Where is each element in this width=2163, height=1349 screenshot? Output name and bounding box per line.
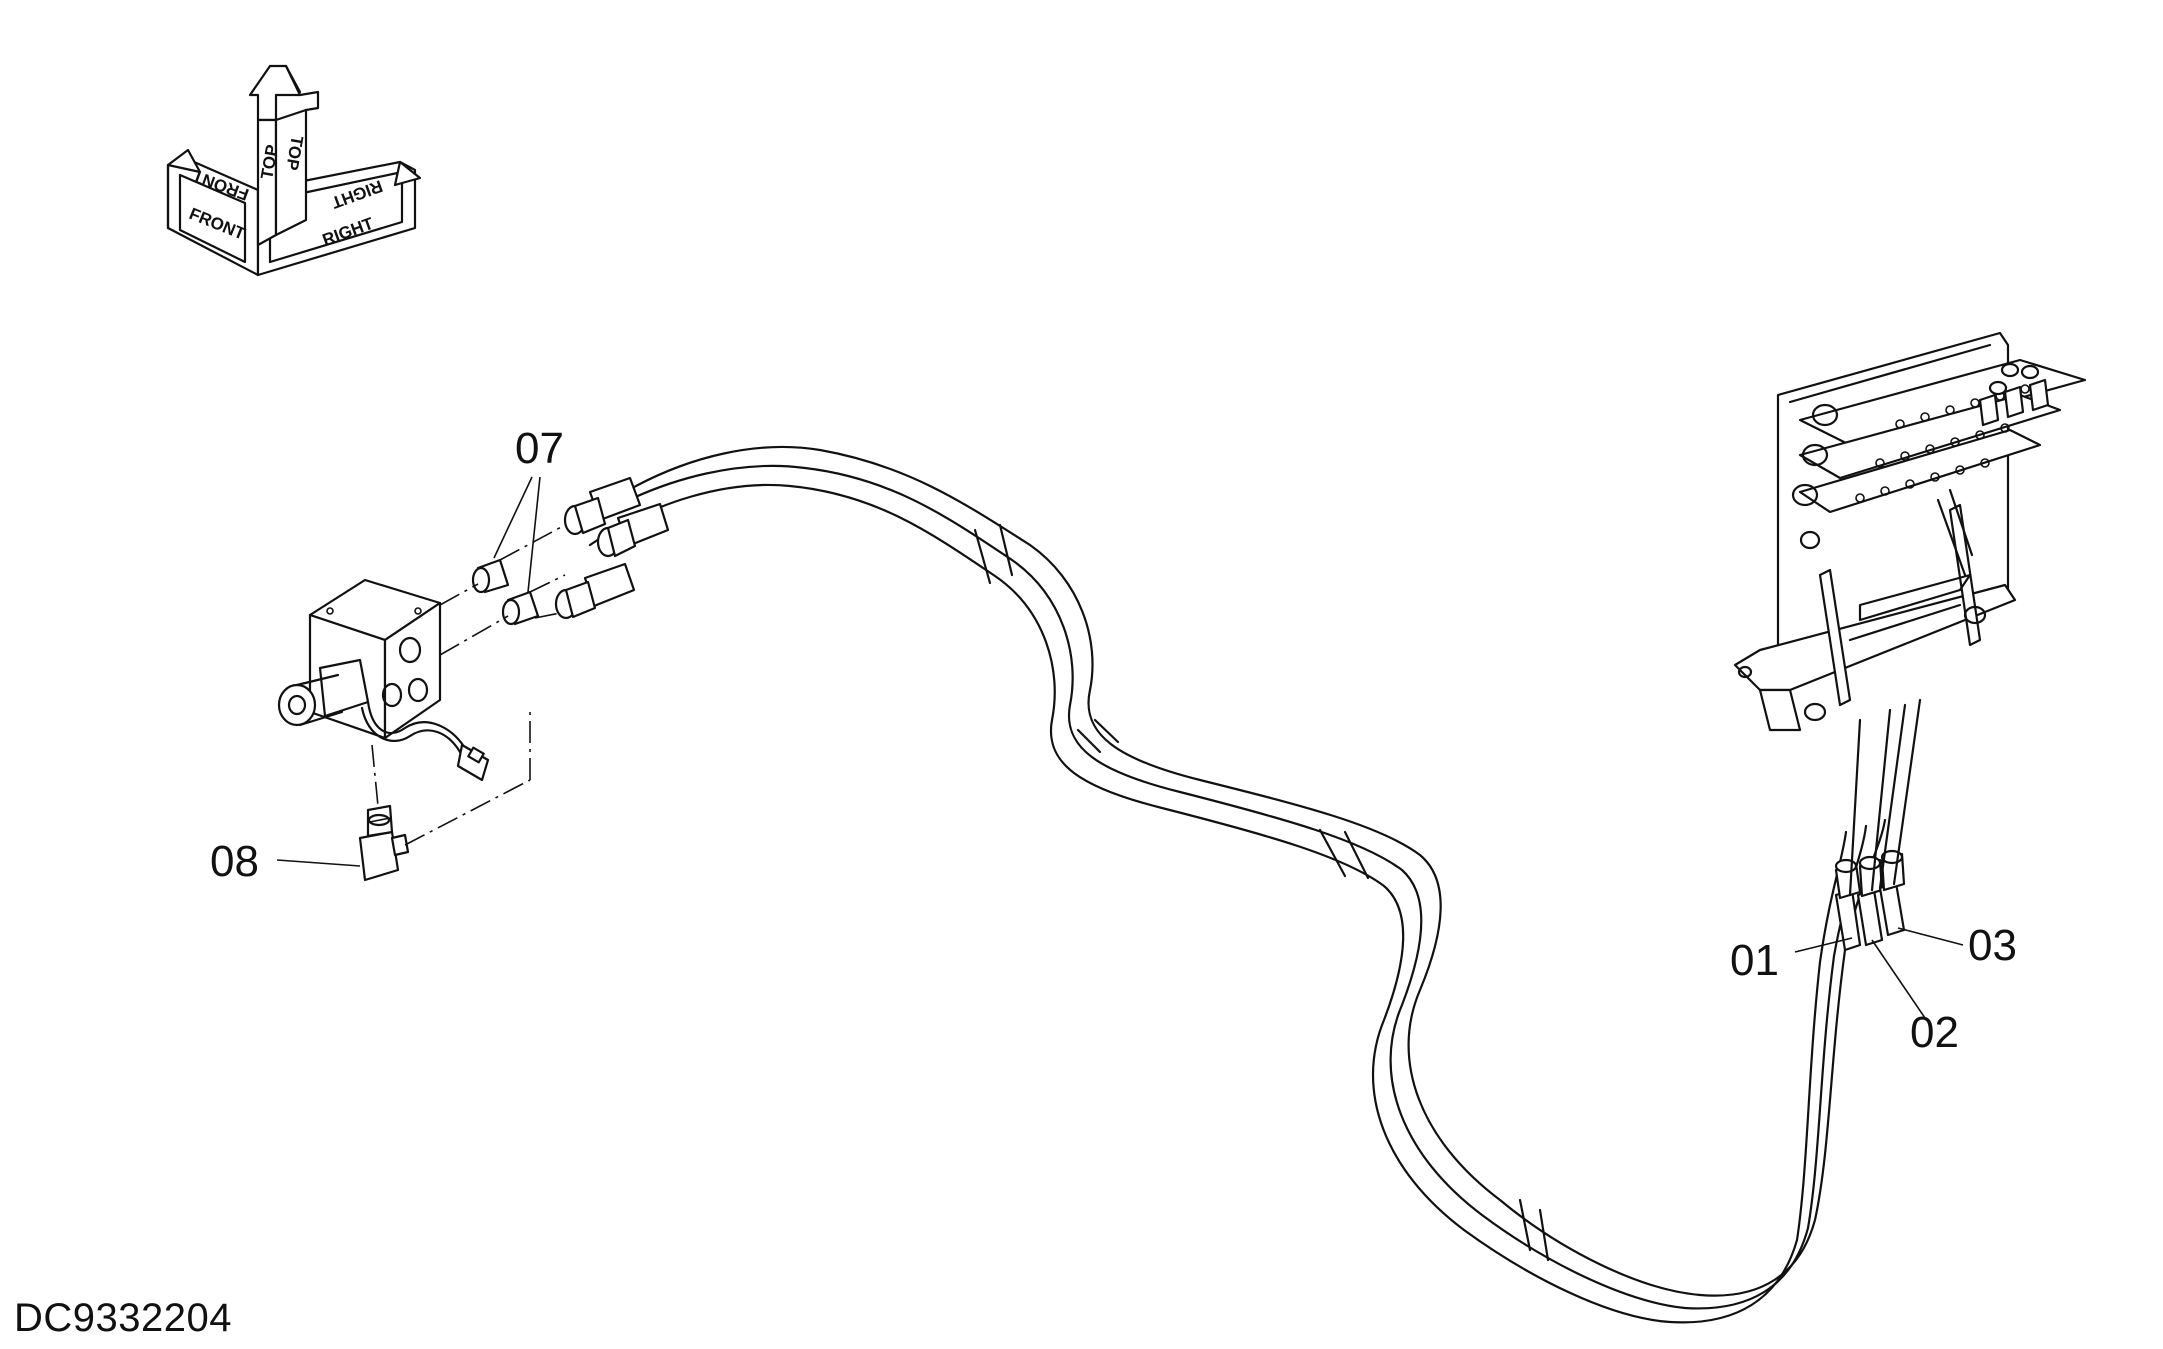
mounting-bracket <box>1733 331 2087 732</box>
callout-02: 02 <box>1871 939 1959 1057</box>
assembly-centerlines <box>371 524 566 846</box>
callout-01: 01 <box>1730 936 1853 985</box>
callout-02-label: 02 <box>1910 1008 1959 1057</box>
callout-08: 08 <box>210 837 361 886</box>
callout-08-label: 08 <box>210 837 259 886</box>
orientation-symbol: FRONT FRONT TOP TOP RIGHT RIGHT <box>166 64 422 277</box>
callout-07-label: 07 <box>515 424 564 473</box>
callout-07: 07 <box>493 424 564 593</box>
drawing-code: DC9332204 <box>14 1296 232 1340</box>
solenoid-valve <box>277 578 490 782</box>
callout-03: 03 <box>1897 921 2017 970</box>
callout-03-label: 03 <box>1968 921 2017 970</box>
hydraulic-hoses <box>588 445 1887 1324</box>
callout-01-label: 01 <box>1730 936 1779 985</box>
bracket-holes <box>1855 384 2030 503</box>
elbow-fitting <box>358 804 410 882</box>
hose-end-fittings-left <box>554 476 670 620</box>
hose-end-fittings-right <box>1834 698 1922 952</box>
adapter-fittings <box>471 558 540 626</box>
